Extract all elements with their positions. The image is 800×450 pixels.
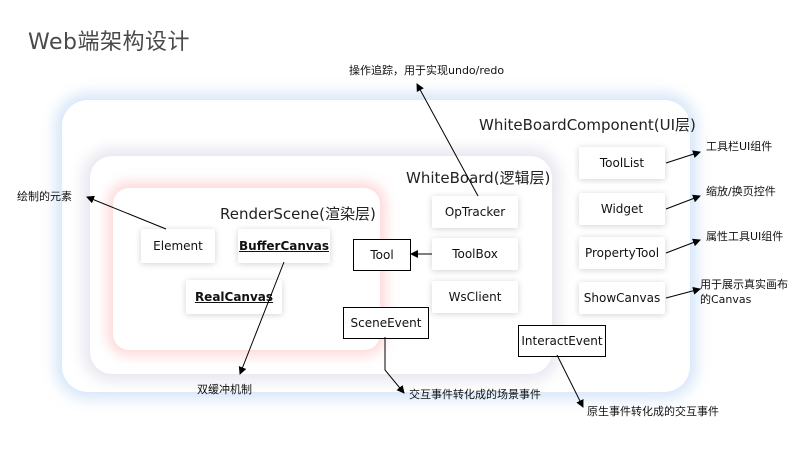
page-title: Web端架构设计 [28,30,190,55]
widget-node: Widget [579,193,665,225]
arrow-optracker-to-undo [416,83,479,197]
interact-event-annotation: 原生事件转化成的交互事件 [587,405,719,418]
show-canvas-node: ShowCanvas [579,282,665,314]
ui-layer-label: WhiteBoardComponent(UI层) [479,116,696,134]
ws-client-node: WsClient [432,281,518,313]
arrow-property-tool [665,238,701,254]
toolbox-node: ToolBox [432,238,518,270]
arrow-toollist [665,150,701,164]
render-layer-label: RenderScene(渲染层) [220,205,376,223]
scene-event-annotation: 交互事件转化成的场景事件 [409,388,541,401]
property-ui-annotation: 属性工具UI组件 [706,230,784,243]
element-node: Element [141,229,215,263]
render-layer-container [113,188,380,350]
tool-list-node: ToolList [579,147,665,179]
arrow-show-canvas [665,286,701,299]
toolbar-ui-annotation: 工具栏UI组件 [706,140,773,153]
show-canvas-annotation-line1: 用于展示真实画布 [700,278,788,291]
arrow-widget [665,194,701,210]
arrow-canvas-to-double-buffer [238,261,285,375]
buffer-canvas-node: BufferCanvas [238,229,330,263]
logic-layer-label: WhiteBoard(逻辑层) [406,169,551,187]
op-tracking-annotation: 操作追踪，用于实现undo/redo [349,64,505,77]
real-canvas-node: RealCanvas [186,280,282,314]
arrow-element-to-drawn [86,195,167,230]
drawn-elements-annotation: 绘制的元素 [17,190,72,203]
op-tracker-node: OpTracker [432,196,518,228]
double-buffer-annotation: 双缓冲机制 [197,383,252,396]
interact-event-node: InteractEvent [518,325,606,357]
property-tool-node: PropertyTool [579,237,665,269]
arrow-scene-event [384,337,405,394]
scene-event-node: SceneEvent [343,307,429,339]
zoom-page-annotation: 缩放/换页控件 [706,185,776,198]
arrow-interact-event [556,354,584,408]
tool-node: Tool [353,239,411,271]
show-canvas-annotation-line2: 的Canvas [700,293,752,306]
